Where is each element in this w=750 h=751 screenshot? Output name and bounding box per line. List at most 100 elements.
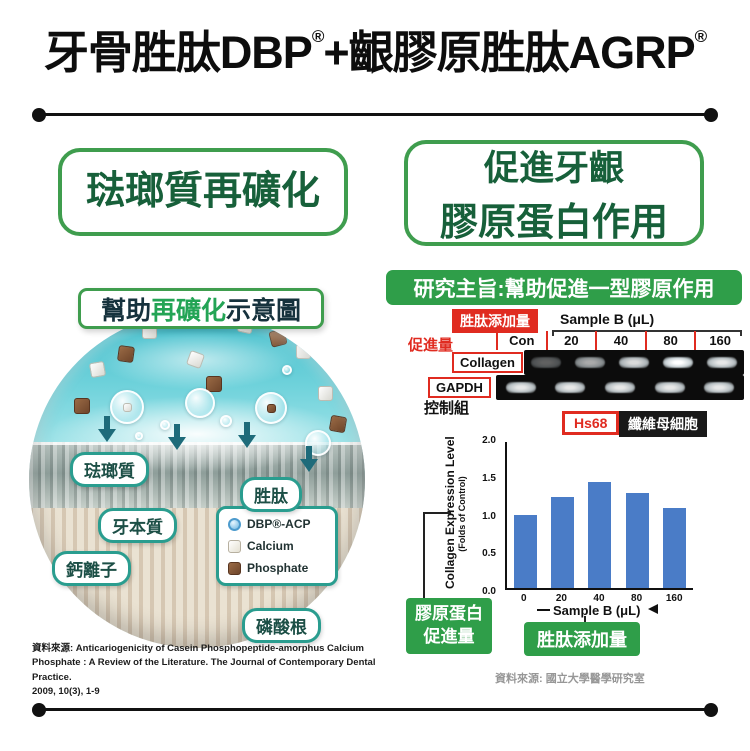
x-tick: 0: [521, 593, 527, 604]
calcium-swatch-icon: [228, 539, 241, 553]
collagen-callout-line2: 促進量: [423, 626, 475, 646]
legend-item: DBP®-ACP: [228, 517, 327, 531]
banner-suffix: 示意圖: [226, 296, 302, 325]
y-tick: 1.0: [482, 510, 496, 522]
legend-label: Phosphate: [247, 561, 309, 575]
gel-band: [619, 357, 649, 368]
bar: [588, 482, 612, 588]
diagram-title-banner: 幫助再礦化示意圖: [78, 288, 324, 329]
title-part2: +齦膠原胜肽AGRP: [323, 27, 695, 78]
divider-line: [39, 113, 711, 116]
legend-label: DBP®-ACP: [247, 517, 311, 531]
benefit-left-text: 琺瑯質再礦化: [86, 168, 320, 217]
lane-label: 80: [644, 331, 695, 350]
collagen-row-label: Collagen: [452, 352, 523, 373]
banner-prefix: 幫助: [100, 296, 151, 325]
gel-band: [663, 357, 693, 368]
gel-strip-gapdh: [496, 375, 744, 400]
label-peptide: 胜肽: [240, 477, 302, 512]
banner-highlight: 再礦化: [150, 296, 226, 325]
citation-line: 資料來源: Anticariogenicity of Casein Phosph…: [32, 643, 365, 654]
down-arrow-icon: [168, 424, 186, 452]
gel-band: [555, 382, 586, 393]
x-tick-labels: 0 20 40 80 160: [505, 593, 693, 604]
divider-bottom: [32, 703, 718, 717]
y-axis-title-main: Collagen Expression Level: [443, 436, 457, 589]
title-part1: 牙骨胜肽DBP: [43, 27, 313, 78]
dose-callout: 胜肽添加量: [524, 622, 640, 656]
bar-plot: [505, 442, 693, 590]
bar: [514, 515, 538, 588]
page-title: 牙骨胜肽DBP®+齦膠原胜肽AGRP®: [0, 16, 750, 81]
bar: [662, 507, 686, 588]
gel-band: [707, 357, 737, 368]
control-group-label: 控制組: [424, 400, 470, 417]
calcium-cube-icon: [296, 344, 311, 359]
bubble-icon: [220, 415, 232, 427]
calcium-cube-icon: [318, 386, 333, 401]
label-dentin: 牙本質: [98, 508, 177, 543]
benefit-card-collagen: 促進牙齦 膠原蛋白作用: [404, 140, 704, 246]
registered-mark-icon: ®: [694, 27, 707, 46]
promotion-label: 促進量: [408, 337, 454, 354]
collagen-callout: 膠原蛋白 促進量: [406, 598, 492, 654]
down-arrow-icon: [98, 416, 116, 444]
x-axis-label: Sample B (μL): [553, 603, 641, 618]
x-tick: 80: [631, 593, 643, 604]
gel-band: [575, 357, 605, 368]
gel-band: [531, 357, 561, 368]
y-tick: 2.0: [482, 435, 496, 446]
calcium-cube-icon: [123, 403, 132, 412]
connector-line: [423, 512, 425, 598]
connector-line: [423, 512, 451, 514]
bar: [551, 496, 575, 588]
cell-line-badge: Hs68: [562, 411, 620, 435]
bubble-icon: [135, 432, 143, 440]
lane-label: 40: [595, 331, 645, 350]
y-tick: 1.5: [482, 472, 496, 484]
x-tick: 160: [665, 593, 683, 604]
benefit-right-line1: 促進牙齦: [483, 149, 624, 188]
gel-band: [604, 382, 635, 393]
sample-label: Sample B (μL): [560, 311, 655, 327]
phosphate-swatch-icon: [228, 561, 241, 575]
bubble-icon: [255, 392, 287, 424]
gapdh-row-label: GAPDH: [428, 377, 491, 398]
y-tick: 0.0: [482, 586, 496, 597]
label-calcium-ion: 鈣離子: [52, 551, 131, 586]
collagen-callout-line1: 膠原蛋白: [415, 604, 483, 623]
source-text: 資料來源: 國立大學醫學研究室: [495, 673, 645, 685]
legend-label: Calcium: [247, 539, 294, 553]
benefit-right-line2: 膠原蛋白作用: [439, 202, 668, 244]
gel-band: [505, 382, 536, 393]
y-axis-title: Collagen Expression Level (Folds of Cont…: [443, 436, 467, 589]
sample-bracket-line: [552, 330, 742, 336]
dbp-acp-icon: [228, 517, 241, 531]
legend: DBP®-ACP Calcium Phosphate: [216, 506, 338, 586]
label-phosphate-ion: 磷酸根: [242, 608, 321, 643]
bar: [625, 493, 649, 588]
divider-line: [39, 708, 711, 711]
x-axis-dash: [537, 609, 550, 611]
cell-type-badge: 纖維母細胞: [619, 411, 707, 437]
gel-band: [704, 382, 735, 393]
registered-mark-icon: ®: [311, 27, 324, 46]
down-arrow-icon: [238, 422, 256, 450]
legend-item: Calcium: [228, 539, 327, 553]
lane-label: Con: [496, 331, 546, 350]
gel-band: [654, 382, 685, 393]
down-arrow-icon: [300, 446, 318, 474]
divider-top: [32, 108, 718, 122]
benefit-card-remineralization: 琺瑯質再礦化: [58, 148, 348, 236]
legend-item: Phosphate: [228, 561, 327, 575]
x-tick: 40: [593, 593, 605, 604]
citation-line: 2009, 10(3), 1-9: [32, 685, 100, 697]
benefit-left-part1: 琺瑯質: [85, 169, 203, 213]
bubble-icon: [282, 365, 292, 375]
bubble-icon: [110, 390, 144, 424]
dose-label: 胜肽添加量: [452, 309, 538, 333]
bubble-icon: [185, 388, 215, 418]
x-tick: 20: [555, 593, 567, 604]
